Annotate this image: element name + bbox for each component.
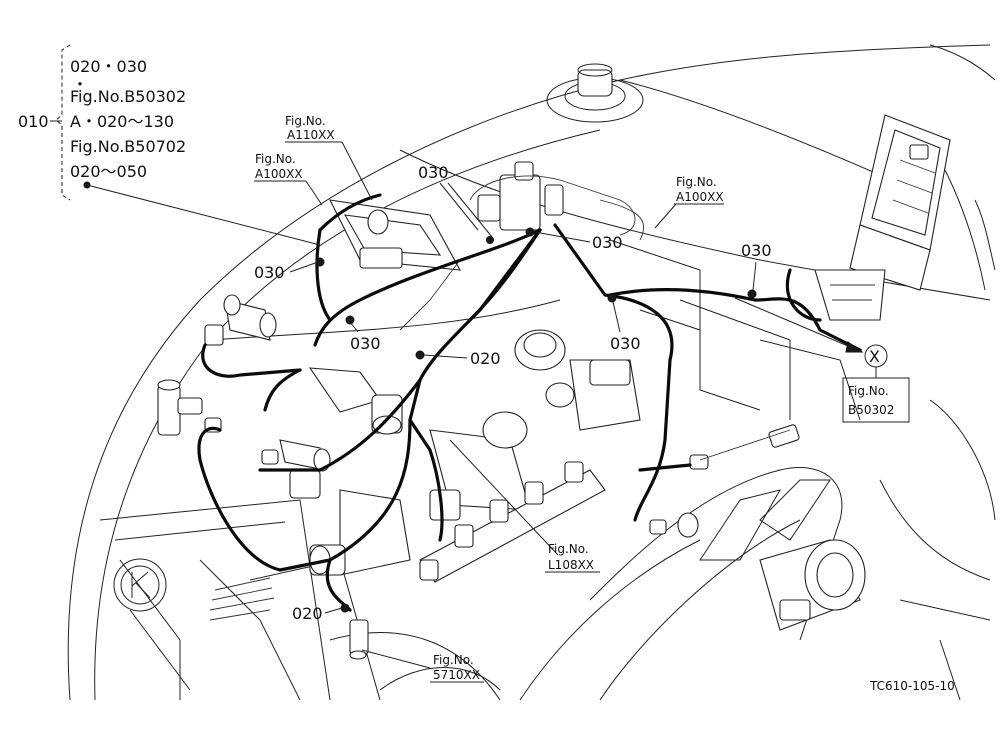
callout-020-center[interactable]: 020 (423, 349, 501, 368)
tee-fitting (157, 379, 222, 436)
fig-ref-a100-right[interactable]: Fig.No. A100XX (654, 175, 724, 229)
index-line-1: 020・030 (70, 57, 147, 76)
ecu-module (814, 114, 951, 321)
svg-text:Fig.No.: Fig.No. (848, 384, 889, 398)
fig-ref-5710[interactable]: Fig.No. 5710XX (361, 649, 484, 683)
svg-text:Fig.No.: Fig.No. (676, 175, 717, 189)
fuel-rail (419, 461, 606, 583)
callout-020-bottom[interactable]: 020 (292, 604, 343, 623)
fuel-pump (545, 359, 641, 431)
svg-text:030: 030 (610, 334, 641, 353)
hydraulic-block (309, 411, 531, 576)
svg-text:030: 030 (418, 163, 449, 182)
callout-030-right-a[interactable]: 030 (610, 301, 641, 353)
svg-text:030: 030 (350, 334, 381, 353)
svg-text:Fig.No.: Fig.No. (433, 653, 474, 667)
svg-text:030: 030 (741, 241, 772, 260)
center-left-nozzle (261, 439, 331, 499)
fig-ref-l108[interactable]: Fig.No. L108XX (449, 439, 600, 573)
callout-030-top[interactable]: 030 (418, 163, 493, 238)
svg-text:A100XX: A100XX (676, 190, 724, 204)
index-line-3: Fig.No.B50302 (70, 87, 186, 106)
index-line-4: A・020〜130 (70, 112, 174, 131)
fig-ref-a110[interactable]: Fig.No. A110XX (285, 114, 373, 201)
callout-030-mid-right[interactable]: 030 (534, 231, 623, 252)
brand-logo (113, 558, 167, 612)
callout-030-right-b[interactable]: 030 (741, 241, 772, 291)
svg-text:030: 030 (592, 233, 623, 252)
connector-x-marker: X (869, 347, 880, 366)
callout-030-left[interactable]: 030 (254, 261, 319, 282)
index-line-6: 020〜050 (70, 162, 147, 181)
tractor-body-outline (67, 44, 996, 701)
svg-text:020: 020 (470, 349, 501, 368)
svg-text:A110XX: A110XX (287, 128, 335, 142)
fig-ref-b50302[interactable]: X Fig.No. B50302 (734, 297, 910, 423)
svg-text:Fig.No.: Fig.No. (285, 114, 326, 128)
starter-motor (759, 539, 866, 631)
svg-text:020: 020 (292, 604, 323, 623)
fig-ref-a100-left[interactable]: Fig.No. A100XX (254, 152, 323, 206)
svg-text:A100XX: A100XX (255, 167, 303, 181)
main-part-number: 010 (18, 112, 49, 131)
engine-components (157, 114, 951, 660)
wiring-harness (197, 193, 862, 612)
callout-030-center[interactable]: 030 (349, 321, 381, 353)
svg-text:L108XX: L108XX (548, 558, 594, 572)
left-nozzle (204, 294, 277, 346)
svg-text:B50302: B50302 (848, 403, 894, 417)
index-line-5: Fig.No.B50702 (70, 137, 186, 156)
svg-text:Fig.No.: Fig.No. (255, 152, 296, 166)
svg-text:030: 030 (254, 263, 285, 282)
center-valve (308, 367, 403, 435)
svg-text:5710XX: 5710XX (433, 668, 480, 682)
drawing-code: TC610-105-10 (869, 679, 955, 693)
part-index-block: 010 020・030 ・ Fig.No.B50302 A・020〜130 Fi… (18, 44, 321, 246)
svg-text:Fig.No.: Fig.No. (548, 542, 589, 556)
index-line-2: ・ (72, 75, 88, 94)
